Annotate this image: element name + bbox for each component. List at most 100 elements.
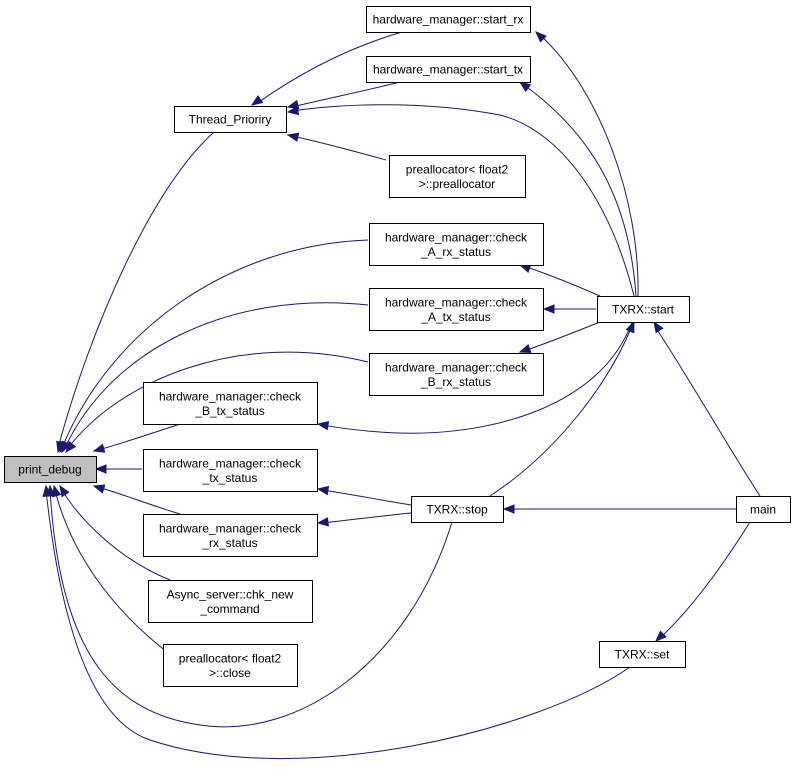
node-check-tx[interactable]: hardware_manager::check_tx_status bbox=[143, 449, 318, 492]
node-main-label-1: main bbox=[750, 503, 776, 517]
edge-txrx-stop-to-check-rx-arrowhead bbox=[316, 517, 329, 527]
node-check-tx-box bbox=[143, 449, 318, 492]
edge-main-to-txrx-start-arrowhead bbox=[653, 320, 664, 334]
edge-start-rx-to-thread-prioriry bbox=[250, 31, 403, 106]
edge-check-rx-to-print-debug-arrowhead bbox=[92, 484, 106, 494]
node-preallocator-close-label-2: >::close bbox=[209, 666, 251, 680]
node-thread-prioriry[interactable]: Thread_Prioriry bbox=[174, 106, 287, 133]
node-preallocator-ctor-box bbox=[389, 155, 526, 198]
edge-txrx-start-to-thread-prioriry bbox=[286, 104, 635, 297]
edge-preallocator-close-to-print-debug bbox=[52, 484, 176, 659]
node-check-a-tx[interactable]: hardware_manager::check_A_tx_status bbox=[369, 288, 544, 331]
edge-check-tx-to-print-debug-arrowhead bbox=[94, 464, 107, 474]
edge-txrx-start-to-check-b-rx-line bbox=[523, 321, 601, 352]
edge-check-b-tx-to-print-debug-arrowhead bbox=[92, 443, 106, 453]
edge-txrx-start-to-start-tx-line bbox=[523, 84, 637, 297]
edge-check-b-tx-to-print-debug-line bbox=[97, 423, 181, 451]
node-check-a-rx-label-2: _A_rx_status bbox=[420, 245, 491, 259]
edge-txrx-start-to-check-b-tx-arrowhead bbox=[316, 420, 330, 431]
node-check-rx-label-2: _rx_status bbox=[201, 536, 257, 550]
edge-check-a-tx-to-print-debug bbox=[61, 302, 369, 454]
edge-txrx-start-to-check-a-rx-line bbox=[523, 265, 601, 297]
node-check-rx-box bbox=[143, 514, 318, 557]
edge-preallocator-close-to-print-debug-line bbox=[54, 489, 176, 659]
edge-txrx-set-to-print-debug-arrowhead bbox=[42, 484, 52, 497]
node-check-a-rx-label-1: hardware_manager::check bbox=[385, 230, 528, 244]
edge-preallocator-close-to-print-debug-arrowhead bbox=[52, 484, 62, 498]
node-preallocator-ctor-label-1: preallocator< float2 bbox=[406, 162, 509, 176]
node-preallocator-ctor[interactable]: preallocator< float2>::preallocator bbox=[389, 155, 526, 198]
node-check-a-rx[interactable]: hardware_manager::check_A_rx_status bbox=[369, 223, 544, 266]
node-thread-prioriry-box bbox=[174, 106, 287, 133]
edge-txrx-set-to-print-debug-line bbox=[45, 489, 631, 760]
edge-start-rx-to-thread-prioriry-arrowhead bbox=[250, 95, 264, 106]
node-txrx-stop[interactable]: TXRX::stop bbox=[411, 496, 504, 523]
node-txrx-stop-box bbox=[411, 496, 504, 523]
node-print-debug-box bbox=[4, 456, 97, 483]
edge-chk-new-command-to-print-debug-arrowhead bbox=[59, 484, 70, 498]
edge-start-rx-to-thread-prioriry-line bbox=[255, 31, 403, 105]
node-txrx-set[interactable]: TXRX::set bbox=[599, 641, 686, 668]
node-check-b-tx-label-2: _B_tx_status bbox=[194, 404, 264, 418]
node-check-a-rx-box bbox=[369, 223, 544, 266]
edge-txrx-start-to-start-rx-arrowhead bbox=[535, 31, 547, 43]
node-check-a-tx-box bbox=[369, 288, 544, 331]
edge-check-tx-to-print-debug bbox=[94, 464, 142, 474]
node-preallocator-close[interactable]: preallocator< float2>::close bbox=[163, 644, 298, 687]
node-check-b-tx[interactable]: hardware_manager::check_B_tx_status bbox=[143, 382, 318, 425]
node-print-debug-label-1: print_debug bbox=[18, 463, 81, 477]
node-chk-new-command[interactable]: Async_server::chk_new_command bbox=[148, 580, 313, 623]
node-print-debug[interactable]: print_debug bbox=[4, 456, 97, 483]
node-check-rx[interactable]: hardware_manager::check_rx_status bbox=[143, 514, 318, 557]
edge-txrx-stop-to-check-tx bbox=[316, 485, 412, 506]
node-preallocator-close-label-1: preallocator< float2 bbox=[179, 651, 282, 665]
edge-txrx-start-to-thread-prioriry-line bbox=[291, 104, 635, 297]
node-check-b-rx[interactable]: hardware_manager::check_B_rx_status bbox=[369, 353, 544, 396]
node-txrx-start[interactable]: TXRX::start bbox=[597, 296, 690, 323]
node-txrx-set-label-1: TXRX::set bbox=[615, 648, 670, 662]
node-check-tx-label-1: hardware_manager::check bbox=[159, 456, 302, 470]
node-start-tx[interactable]: hardware_manager::start_tx bbox=[366, 56, 531, 83]
edge-txrx-start-to-check-a-tx-arrowhead bbox=[542, 304, 555, 314]
node-thread-prioriry-label-1: Thread_Prioriry bbox=[189, 113, 272, 127]
node-start-rx-box bbox=[366, 6, 531, 33]
edge-preallocator-ctor-to-thread-prioriry-arrowhead bbox=[286, 132, 300, 142]
edge-check-rx-to-print-debug bbox=[92, 484, 181, 515]
edge-txrx-start-to-check-b-tx-line bbox=[321, 321, 633, 434]
edge-check-a-tx-to-print-debug-line bbox=[64, 302, 369, 449]
edge-txrx-start-to-start-rx bbox=[535, 31, 639, 297]
edge-txrx-start-to-start-rx-line bbox=[539, 34, 639, 297]
node-chk-new-command-label-1: Async_server::chk_new bbox=[167, 587, 294, 601]
graph-edges bbox=[42, 31, 761, 760]
edge-main-to-txrx-stop-arrowhead bbox=[502, 504, 515, 514]
edge-start-tx-to-thread-prioriry-arrowhead bbox=[286, 99, 300, 110]
node-check-b-tx-label-1: hardware_manager::check bbox=[159, 389, 302, 403]
node-check-b-rx-box bbox=[369, 353, 544, 396]
edge-chk-new-command-to-print-debug-line bbox=[61, 489, 171, 581]
edge-main-to-txrx-set bbox=[655, 521, 751, 642]
node-check-a-tx-label-1: hardware_manager::check bbox=[385, 295, 528, 309]
node-start-tx-label-1: hardware_manager::start_tx bbox=[373, 63, 523, 77]
node-check-tx-label-2: _tx_status bbox=[202, 471, 258, 485]
node-start-rx[interactable]: hardware_manager::start_rx bbox=[366, 6, 531, 33]
node-txrx-start-label-1: TXRX::start bbox=[612, 303, 675, 317]
edge-txrx-stop-to-txrx-start-arrowhead bbox=[625, 320, 635, 334]
edge-txrx-stop-to-txrx-start-line bbox=[489, 325, 633, 497]
edge-txrx-start-to-thread-prioriry-arrowhead bbox=[286, 105, 300, 116]
node-chk-new-command-box bbox=[148, 580, 313, 623]
edge-txrx-set-to-print-debug bbox=[42, 484, 631, 760]
edge-preallocator-ctor-to-thread-prioriry bbox=[286, 132, 387, 161]
edge-txrx-stop-to-txrx-start bbox=[489, 320, 635, 497]
node-main[interactable]: main bbox=[736, 496, 791, 523]
node-preallocator-close-box bbox=[163, 644, 298, 687]
node-start-rx-label-1: hardware_manager::start_rx bbox=[373, 13, 524, 27]
edge-txrx-stop-to-check-rx bbox=[316, 512, 412, 527]
node-start-tx-box bbox=[366, 56, 531, 83]
node-check-b-tx-box bbox=[143, 382, 318, 425]
edge-chk-new-command-to-print-debug bbox=[59, 484, 171, 581]
edge-check-b-rx-to-print-debug-line bbox=[67, 351, 369, 449]
node-check-rx-label-1: hardware_manager::check bbox=[159, 521, 302, 535]
edge-txrx-start-to-start-tx bbox=[518, 81, 637, 297]
edge-txrx-stop-to-check-tx-line bbox=[321, 489, 412, 506]
